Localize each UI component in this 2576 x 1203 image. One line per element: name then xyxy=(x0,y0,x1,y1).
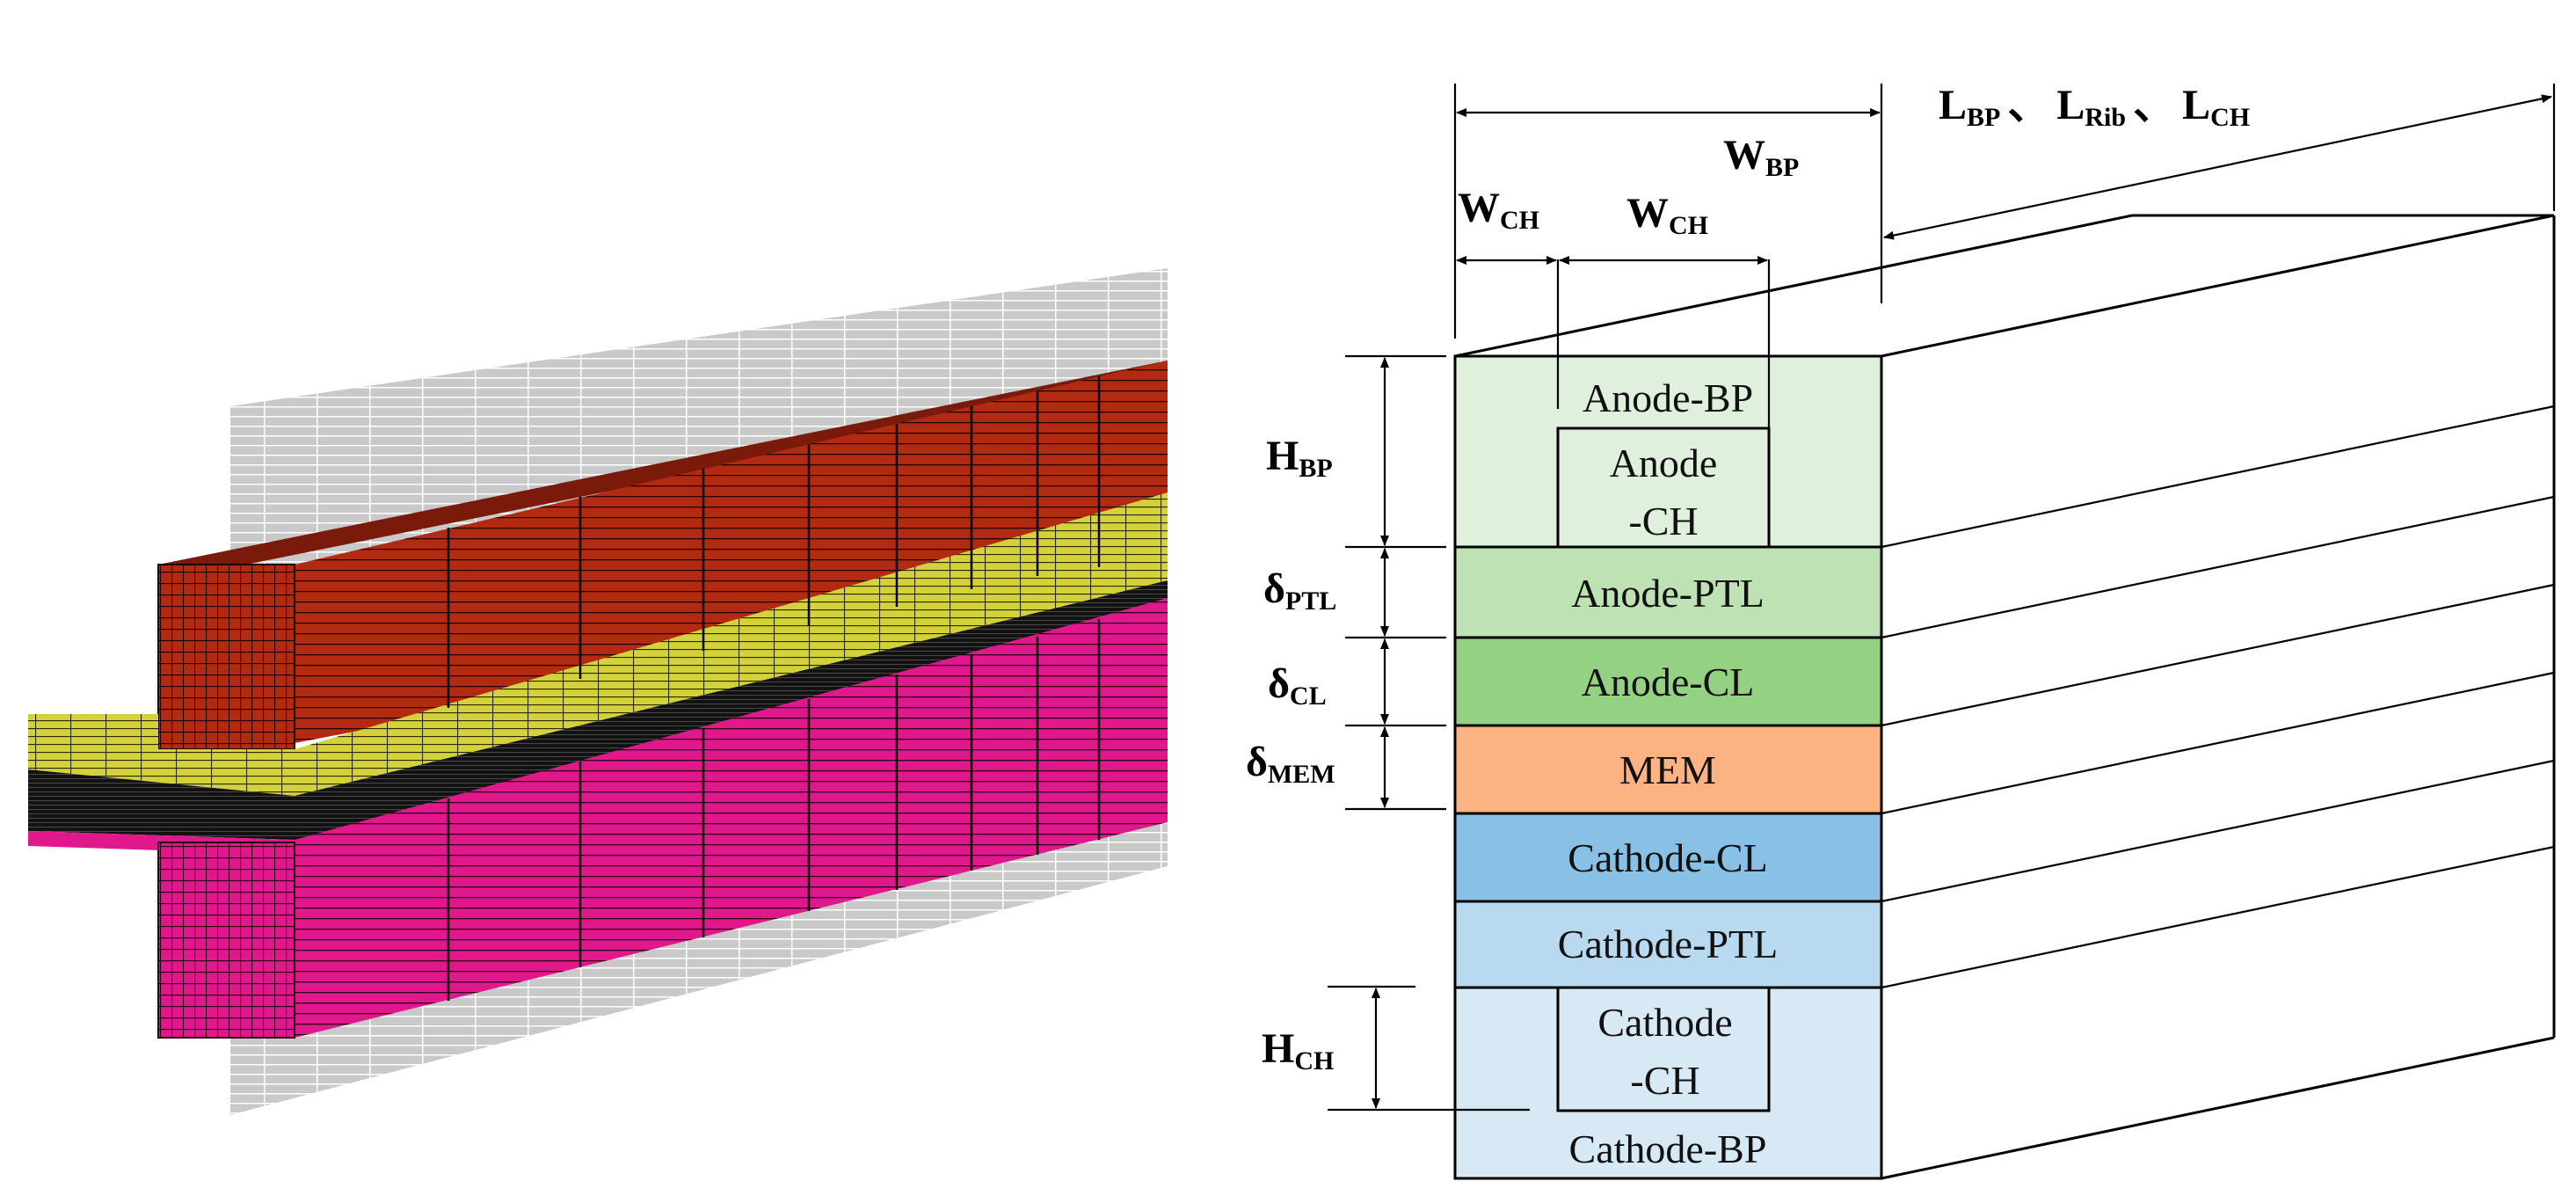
mesh-anode-bp-top xyxy=(158,361,1168,565)
mesh-3d-view xyxy=(28,268,1168,1115)
w-bp-label: WBP xyxy=(1723,132,1799,182)
label-cathode-ptl: Cathode-PTL xyxy=(1558,922,1778,966)
cathode-channel xyxy=(1556,986,1771,1112)
label-cathode-ch-2: -CH xyxy=(1630,1058,1699,1103)
layer-anode-ptl xyxy=(1455,547,1881,638)
length-label: LBP、LRib、LCH xyxy=(1939,82,2250,132)
anode-channel xyxy=(1556,427,1771,549)
label-anode-ch-1: Anode xyxy=(1610,441,1718,485)
label-mem: MEM xyxy=(1619,747,1716,792)
label-anode-ch-2: -CH xyxy=(1628,499,1698,543)
mesh-cathode-bp-side xyxy=(295,598,1168,1038)
h-ch-label: HCH xyxy=(1262,1025,1334,1075)
label-anode-bp: Anode-BP xyxy=(1583,375,1753,420)
layer-stack xyxy=(1453,354,1883,1180)
layer-anode-cl xyxy=(1455,638,1881,725)
schematic-view: Anode-BP Anode -CH Anode-PTL Anode-CL ME… xyxy=(1246,82,2556,1180)
d-ptl-label: δPTL xyxy=(1263,565,1336,616)
d-cl-label: δCL xyxy=(1268,660,1327,711)
mesh-block-lines xyxy=(447,376,1101,1001)
width-dimensions: WBP WCH WCH LBP、LRib、LCH xyxy=(1453,82,2556,428)
label-anode-cl: Anode-CL xyxy=(1582,660,1755,704)
label-cathode-bp: Cathode-BP xyxy=(1569,1126,1767,1171)
label-cathode-cl: Cathode-CL xyxy=(1568,835,1767,880)
layer-cathode-ptl xyxy=(1455,901,1881,988)
mesh-gdl-top xyxy=(28,492,1168,796)
height-dimensions: HBP δPTL δCL δMEM HCH xyxy=(1246,354,1530,1112)
w-ch-label-1: WCH xyxy=(1458,185,1539,235)
layer-cathode-cl xyxy=(1455,813,1881,901)
layer-labels: Anode-BP Anode -CH Anode-PTL Anode-CL ME… xyxy=(1558,375,1778,1171)
label-anode-ptl: Anode-PTL xyxy=(1571,571,1765,616)
mesh-cathode-bp-front xyxy=(157,842,295,1039)
layer-cathode-bp xyxy=(1455,988,1881,1178)
w-ch-label-2: WCH xyxy=(1626,190,1708,240)
d-mem-label: δMEM xyxy=(1246,739,1335,789)
label-cathode-ch-1: Cathode xyxy=(1597,1000,1732,1045)
h-bp-label: HBP xyxy=(1266,433,1333,483)
mesh-anode-bp-side xyxy=(295,361,1168,743)
length-arrow xyxy=(1883,94,2552,240)
layer-mem xyxy=(1455,725,1881,813)
mesh-anode-bp-front xyxy=(157,564,295,750)
layer-anode-bp xyxy=(1455,356,1881,547)
mesh-core-layers xyxy=(28,580,1168,840)
